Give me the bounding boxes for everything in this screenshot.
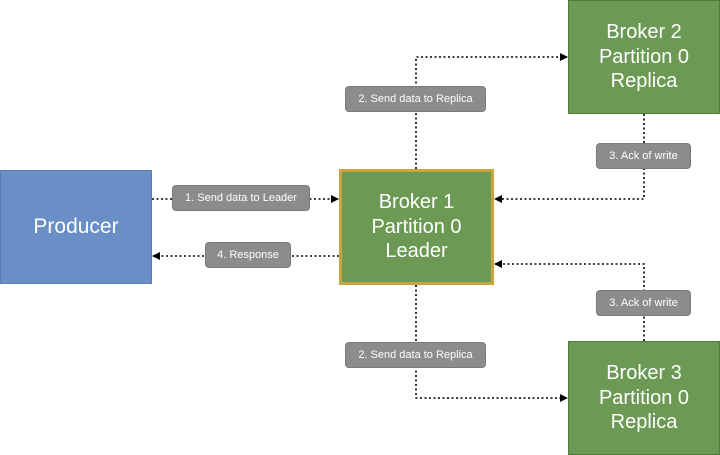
connector-send-to-replica-bottom: [415, 285, 568, 402]
connector-ack-top: [494, 114, 645, 203]
replica-broker-3-label: Broker 3 Partition 0 Replica: [598, 361, 690, 434]
edge-label-send-to-replica-top: 2. Send data to Replica: [345, 86, 486, 112]
edge-label-response: 4. Response: [205, 242, 291, 268]
connector-send-to-replica-top: [415, 53, 568, 169]
producer-label: Producer: [33, 215, 119, 238]
replica-broker-2-label: Broker 2 Partition 0 Replica: [598, 20, 690, 93]
edge-label-send-to-replica-bottom: 2. Send data to Replica: [345, 342, 486, 368]
connector-ack-bottom: [494, 260, 645, 341]
leader-broker-label: Broker 1 Partition 0 Leader: [371, 190, 462, 263]
replica-broker-2-node: Broker 2 Partition 0 Replica: [568, 0, 720, 114]
leader-broker-node: Broker 1 Partition 0 Leader: [339, 169, 494, 285]
edge-label-ack-top: 3. Ack of write: [596, 143, 691, 169]
edge-label-send-to-leader: 1. Send data to Leader: [172, 185, 310, 211]
producer-node: Producer: [0, 170, 152, 284]
replica-broker-3-node: Broker 3 Partition 0 Replica: [568, 341, 720, 455]
edge-label-ack-bottom: 3. Ack of write: [596, 290, 691, 316]
